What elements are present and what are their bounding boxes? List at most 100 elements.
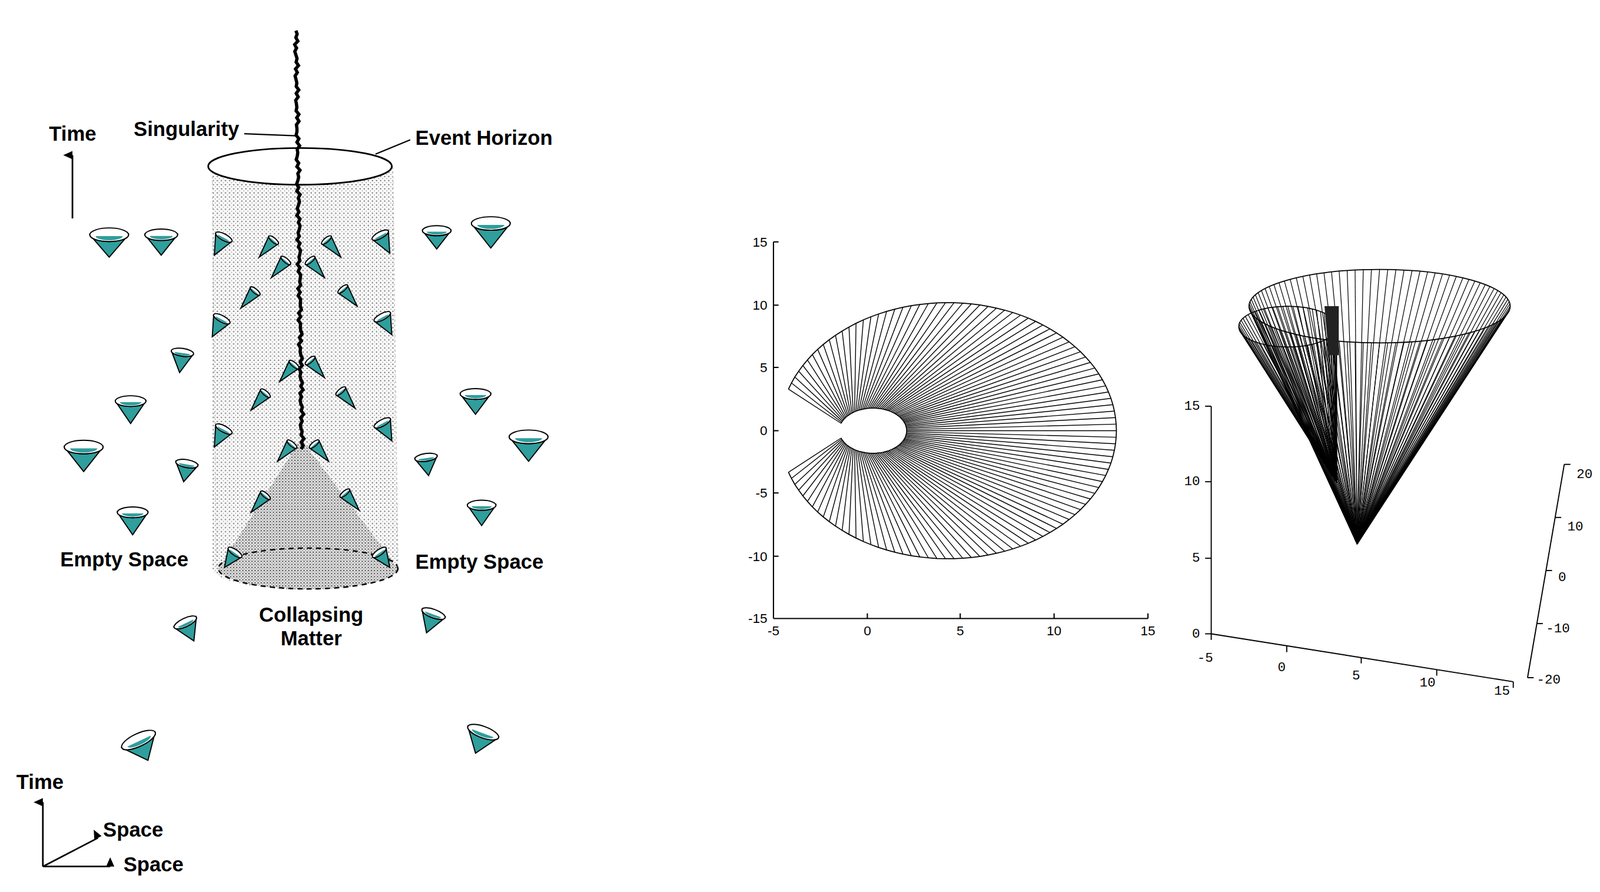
plot-line xyxy=(903,439,1102,482)
light-cone xyxy=(307,438,334,466)
cone-rim xyxy=(214,421,234,436)
plot-line xyxy=(867,304,920,409)
plot-line xyxy=(802,365,845,420)
surface-line xyxy=(1356,296,1506,544)
plot-line xyxy=(906,431,1117,437)
tick-label: 15 xyxy=(1494,684,1510,698)
light-cone xyxy=(118,726,165,769)
cone-inside xyxy=(289,362,298,369)
plot-line xyxy=(898,445,1075,516)
plot3d-axes xyxy=(1205,406,1571,688)
surface-line xyxy=(1356,286,1490,544)
cone-rim xyxy=(414,452,438,464)
cone-rim xyxy=(422,225,452,236)
plot-line xyxy=(794,376,843,421)
plot-line xyxy=(791,439,842,479)
tick-label: 10 xyxy=(752,298,768,312)
light-cone xyxy=(336,283,363,310)
cone-inside xyxy=(269,237,277,244)
cone-inside xyxy=(228,549,240,558)
plot-line xyxy=(791,383,842,423)
plot-line xyxy=(842,447,852,531)
surface-line xyxy=(1356,315,1506,544)
plot-line xyxy=(905,398,1111,426)
light-cone xyxy=(172,457,199,484)
cone-inside xyxy=(323,237,331,244)
plot-line xyxy=(902,441,1095,494)
cone-inside xyxy=(307,257,315,265)
surface-line xyxy=(1356,290,1498,544)
cone-rim xyxy=(370,545,388,560)
cone-rim xyxy=(174,457,199,470)
cone-rim xyxy=(214,230,234,245)
surface-line xyxy=(1356,280,1475,544)
light-cones xyxy=(64,216,549,768)
light-cone xyxy=(206,421,234,451)
cone-inside xyxy=(250,288,259,295)
cone-rim xyxy=(170,346,195,358)
cone-rim xyxy=(117,506,148,518)
plot-line xyxy=(903,440,1099,488)
plot-line xyxy=(788,389,841,424)
cone-surface xyxy=(1238,269,1510,544)
plot-line xyxy=(897,446,1070,520)
leader-line xyxy=(244,133,297,136)
tick-label: 10 xyxy=(1419,675,1436,690)
cone-inside xyxy=(374,232,388,241)
plot-line xyxy=(794,440,843,485)
plot-line xyxy=(874,302,955,408)
cone-inside xyxy=(470,729,494,741)
cone-inside xyxy=(281,257,290,265)
plot-line xyxy=(905,436,1111,463)
callout-label: Event Horizon xyxy=(415,127,553,149)
plot-line xyxy=(893,329,1051,413)
light-cone xyxy=(372,309,400,340)
plot-line xyxy=(872,302,946,408)
light-cone xyxy=(320,234,346,261)
light-cone xyxy=(303,254,330,282)
region-label: Empty Space xyxy=(415,550,544,572)
cone-inside xyxy=(287,441,296,448)
cone-rim xyxy=(279,254,292,267)
cone-inside xyxy=(178,462,195,468)
light-cone xyxy=(370,227,398,258)
cone-inside xyxy=(307,357,315,365)
plot-line xyxy=(903,379,1102,422)
surface-line xyxy=(1240,320,1337,483)
plot-line xyxy=(900,443,1086,505)
cone-rim xyxy=(211,311,232,326)
cone-rim xyxy=(287,359,301,371)
axes-symbol xyxy=(42,801,111,866)
light-cone xyxy=(217,545,244,572)
surface-line xyxy=(1259,310,1337,483)
surface-line xyxy=(1257,292,1357,544)
cone-rim xyxy=(144,228,178,241)
light-cone xyxy=(246,489,272,516)
light-cone xyxy=(90,227,129,258)
plot-line xyxy=(899,351,1081,417)
cone-rim xyxy=(336,283,350,295)
surface-line xyxy=(1356,313,1508,544)
cone-inside xyxy=(217,234,230,243)
light-cone xyxy=(117,506,148,535)
plot-line xyxy=(807,359,846,418)
plot-line xyxy=(894,332,1057,414)
plot-line xyxy=(890,321,1037,412)
light-cone xyxy=(172,613,205,647)
plot-line xyxy=(829,446,850,522)
event-horizon-cylinder xyxy=(208,147,398,590)
cone-rim xyxy=(303,254,317,267)
cone-inside xyxy=(465,394,487,398)
cone-inside xyxy=(121,513,144,517)
tick-label: 0 xyxy=(759,423,768,438)
plot-line xyxy=(895,337,1064,415)
light-cone xyxy=(460,388,491,415)
cone-inside xyxy=(424,611,442,620)
cone-rim xyxy=(372,415,393,430)
tick-label: -10 xyxy=(748,549,768,563)
light-cone xyxy=(236,285,262,312)
tick-label: 15 xyxy=(1183,399,1200,414)
cone-inside xyxy=(515,437,543,443)
cone-inside xyxy=(120,402,142,406)
